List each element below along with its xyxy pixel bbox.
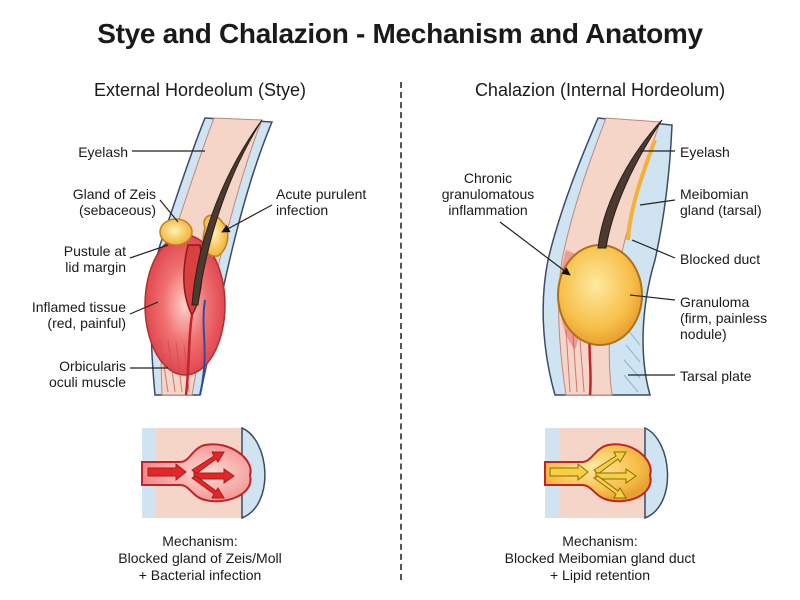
label-pustule: Pustule at lid margin: [63, 243, 126, 275]
chalazion-mech-bulge: [644, 426, 669, 520]
stye-mech-bulge: [241, 426, 266, 520]
chalazion-leader-lines: [499, 150, 676, 376]
label-meibomian-gland: Meibomian gland (tarsal): [680, 186, 762, 218]
panel-divider: [400, 82, 402, 580]
label-granuloma: Granuloma (firm, painless nodule): [680, 294, 768, 342]
stye-eyelid-illustration: [144, 117, 274, 396]
left-panel-heading: External Hordeolum (Stye): [93, 80, 307, 100]
label-eyelash-left: Eyelash: [78, 144, 128, 160]
stye-mechanism-caption: Mechanism: Blocked gland of Zeis/Moll + …: [118, 533, 282, 583]
stye-mechanism-illustration: [141, 426, 266, 520]
chalazion-eyelash: [597, 119, 663, 249]
label-orbicularis: Orbicularis oculi muscle: [48, 358, 126, 390]
gland-of-zeis: [159, 218, 193, 246]
label-acute-infection: Acute purulent infection: [276, 186, 367, 218]
label-inflamed-tissue: Inflamed tissue (red, painful): [31, 299, 126, 331]
chalazion-eyelid-illustration: [542, 117, 673, 396]
page-title: Stye and Chalazion - Mechanism and Anato…: [97, 18, 703, 49]
label-gland-of-zeis: Gland of Zeis (sebaceous): [72, 186, 156, 218]
label-blocked-duct: Blocked duct: [680, 251, 761, 267]
label-chronic-inflammation: Chronic granulomatous inflammation: [441, 170, 535, 218]
stye-mech-arrows: [147, 451, 235, 499]
meibomian-gland: [626, 139, 657, 241]
label-tarsal-plate: Tarsal plate: [680, 368, 752, 384]
chalazion-mech-arrows: [549, 451, 637, 499]
granuloma: [557, 244, 643, 346]
label-eyelash-right: Eyelash: [680, 144, 730, 160]
chalazion-muscle: [565, 329, 585, 393]
stye-leader-lines: [129, 150, 273, 369]
right-panel-heading: Chalazion (Internal Hordeolum): [474, 80, 726, 100]
eyelash: [191, 119, 263, 306]
chalazion-mechanism-caption: Mechanism: Blocked Meibomian gland duct …: [504, 533, 696, 583]
blue-vessel: [199, 299, 206, 396]
red-vessel: [184, 314, 194, 396]
chalazion-mechanism-illustration: [544, 426, 669, 520]
